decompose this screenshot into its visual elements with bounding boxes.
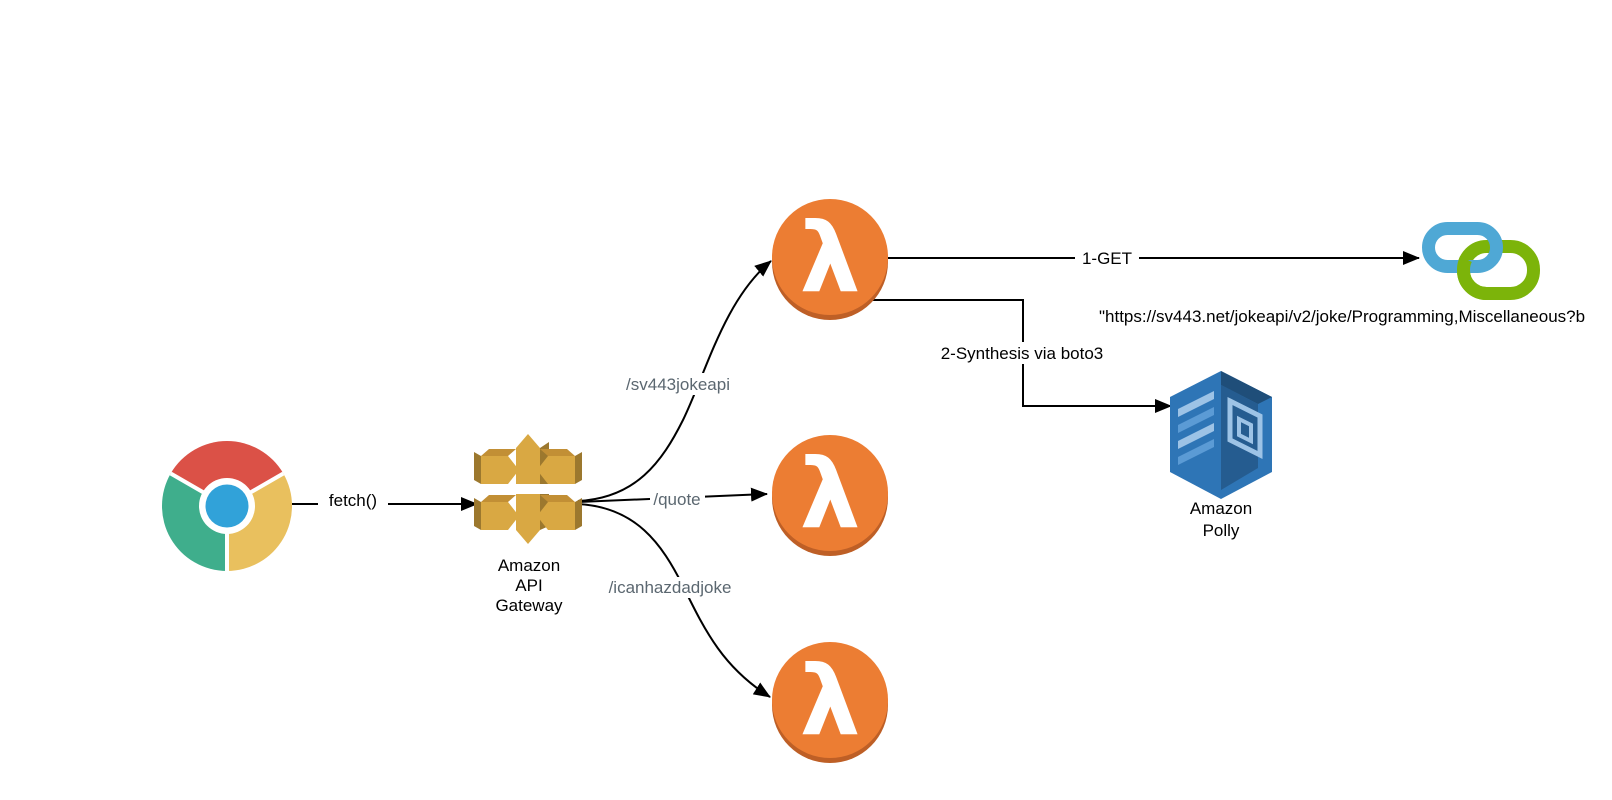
get-label-halo [1075,248,1139,269]
gateway-icon-face [540,495,575,502]
api-gateway-label-line3: Gateway [495,596,563,615]
amazon-polly-icon [1170,371,1272,499]
gateway-icon-face [481,502,519,530]
polly-icon-maze-inner [1237,415,1253,445]
lambda-glyph: λ [800,438,861,550]
gateway-icon-face [540,449,575,456]
route-sv443-label-halo [621,373,735,395]
gateway-icon-face [481,456,519,484]
route-sv443-label: /sv443jokeapi [626,375,730,394]
gateway-icon-face [474,452,481,484]
polly-icon-maze-outer [1227,396,1263,460]
chain-link-green-overlap [1456,256,1497,300]
url-link-node: "https://sv443.net/jokeapi/v2/joke/Progr… [1099,222,1585,326]
url-caption: "https://sv443.net/jokeapi/v2/joke/Progr… [1099,307,1585,326]
lambda-node-top: λ [772,199,888,320]
gateway-icon-face [516,494,540,544]
api-gateway-label-line2: API [515,576,542,595]
api-gateway-label-line1: Amazon [498,556,560,575]
synthesis-label-halo [927,342,1117,364]
fetch-label: fetch() [329,491,377,510]
lambda-glyph: λ [800,645,861,757]
edge-route-icanhazdadjoke [577,503,771,698]
lambda-node-middle: λ [772,435,888,556]
route-dadjoke-label-halo [603,577,737,598]
route-dadjoke-label: /icanhazdadjoke [609,578,732,597]
aws-lambda-icon: λ [772,435,888,556]
gateway-icon-face [474,498,481,530]
gateway-icon-face [481,449,516,456]
polly-label-line2: Polly [1203,521,1240,540]
chain-link-icon [1422,222,1540,300]
polly-icon-top-face [1221,371,1272,404]
gateway-icon-face [575,498,582,530]
get-label: 1-GET [1082,249,1132,268]
lambda-node-bottom: λ [772,642,888,763]
browser-node [161,440,293,571]
gateway-icon-face [537,502,575,530]
route-quote-label-halo [650,489,705,510]
lambda-icon-body [772,199,888,315]
polly-icon-stripe [1178,407,1214,433]
gateway-icon-face [481,495,516,502]
lambda-icon-body [772,435,888,551]
gateway-icon-face [575,452,582,484]
gateway-icon-face [537,456,575,484]
lambda-icon-body [772,642,888,758]
lambda-glyph: λ [800,202,861,314]
aws-lambda-icon: λ [772,199,888,320]
amazon-api-gateway-icon [474,434,582,544]
aws-lambda-icon: λ [772,642,888,763]
synthesis-label: 2-Synthesis via boto3 [941,344,1104,363]
gateway-icon-face [516,434,540,484]
polly-icon-stripe [1178,423,1214,449]
edge-route-sv443jokeapi [577,260,772,502]
fetch-label-halo [318,489,388,510]
polly-node: Amazon Polly [1170,371,1272,540]
route-quote-label: /quote [653,490,700,509]
polly-icon-stripe [1178,391,1214,417]
polly-icon-stripe [1178,439,1214,465]
chrome-browser-icon [161,440,293,571]
api-gateway-node: Amazon API Gateway [474,434,582,615]
polly-label-line1: Amazon [1190,499,1252,518]
chrome-blue-center [205,484,249,528]
